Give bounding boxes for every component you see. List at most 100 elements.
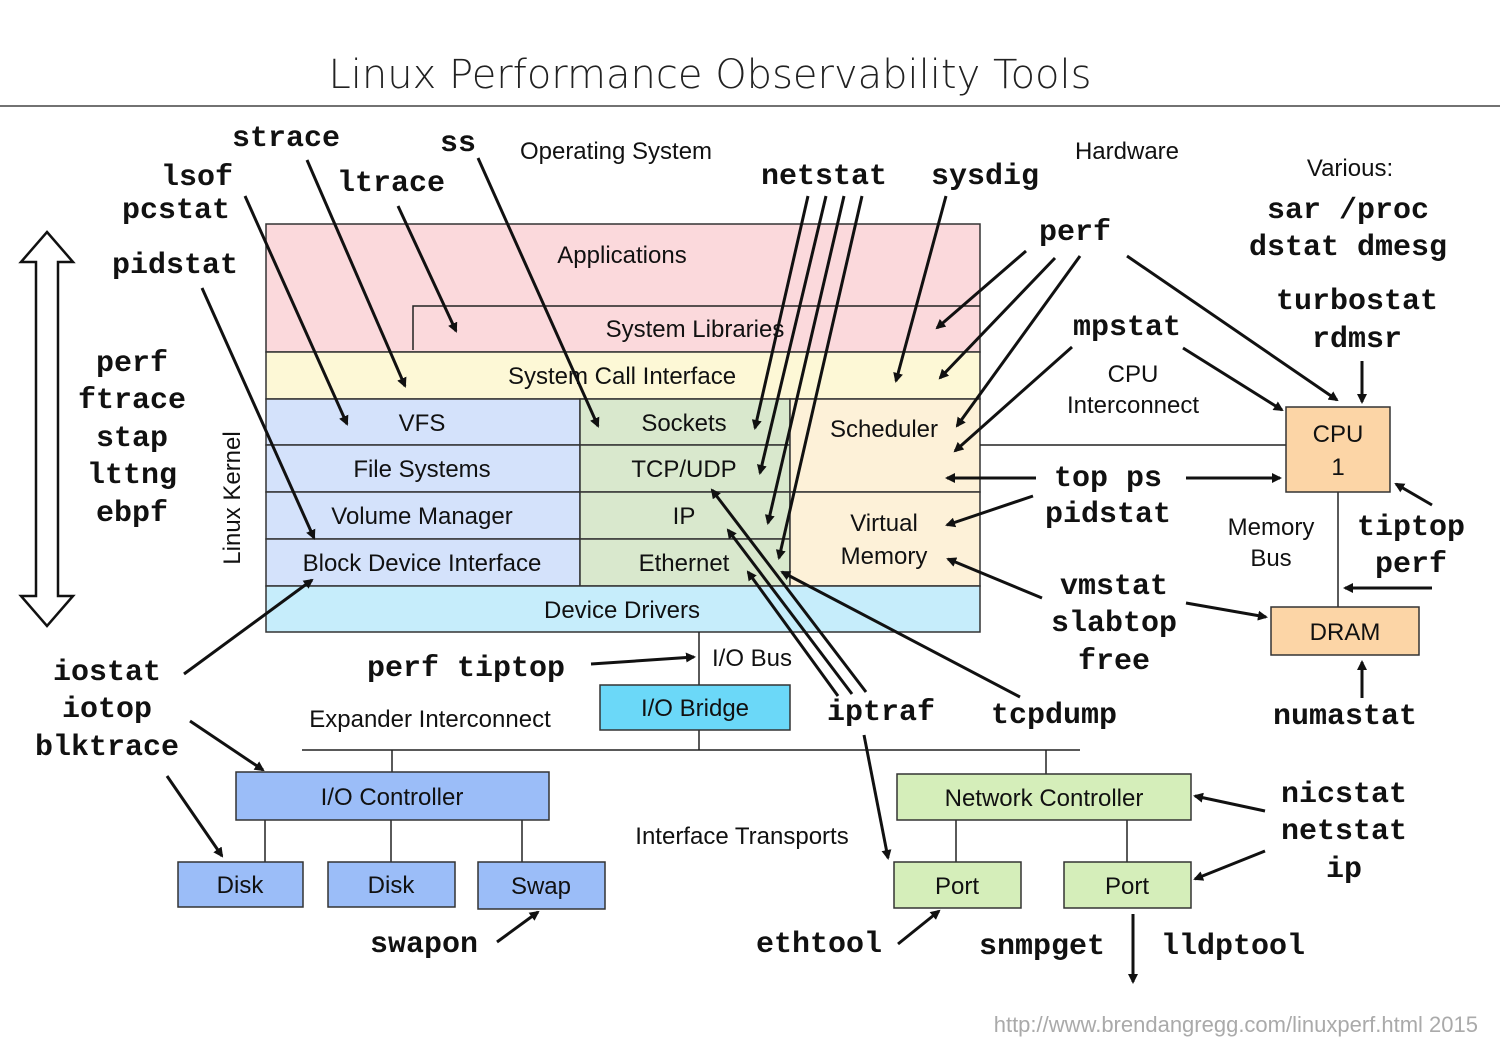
tool-stap: stap [96,422,168,456]
disk-label-1: Disk [217,872,265,899]
io-controller-box [235,771,550,821]
memory-bus-label-1: Memory [1228,514,1315,541]
tool-ebpf: ebpf [96,497,168,531]
netstat-arrow-1 [751,195,810,430]
device-drivers-layer [265,585,981,633]
cpu-interconnect-label-2: Interconnect [1067,392,1199,419]
vmstat-arrow-dram [1185,601,1268,621]
sysdig-arrow [893,195,948,383]
tool-sysdig: sysdig [931,160,1039,194]
swapon-arrow [496,910,540,944]
cpu-label: CPU [1313,421,1364,448]
tool-iostat: iostat [53,656,161,690]
expander-label: Expander Interconnect [309,706,551,733]
nicstat-arrow-port [1193,849,1266,881]
tool-nicstat: nicstat [1281,778,1407,812]
perf-top-arrow-4 [1126,254,1339,402]
tool-tcpdump: tcpdump [991,699,1117,733]
ss-arrow [476,157,600,428]
tool-pidstat-right: pidstat [1045,498,1171,532]
tool-rdmsr: rdmsr [1312,323,1402,357]
syscall-label: System Call Interface [508,363,736,390]
mpstat-arrow-2 [1182,346,1284,412]
tool-mpstat: mpstat [1073,311,1181,345]
netstat-arrow-3 [764,195,846,525]
memory-bus-label-2: Bus [1250,545,1291,572]
tool-snmpget: snmpget [979,930,1105,964]
system-libraries-outline [412,305,980,350]
iptraf-arrow-ip [726,528,854,695]
applications-label: Applications [557,242,686,269]
tool-ip: ip [1326,853,1362,887]
cpu-box [1285,406,1391,493]
hardware-label: Hardware [1075,138,1179,165]
lsof-arrow [243,195,349,426]
tool-lsof: lsof [161,161,233,195]
disk-box-1 [177,861,304,908]
tool-ss: ss [440,127,476,161]
virtual-memory-label-1: Virtual [850,510,918,537]
tool-pcstat: pcstat [122,194,230,228]
virtual-memory-box [789,491,981,587]
tool-tiptop: tiptop [1357,511,1465,545]
tool-pidstat-left: pidstat [112,249,238,283]
iostat-arrow-controller [189,719,265,772]
tool-ltrace: ltrace [337,167,445,201]
iptraf-arrow-port [862,734,892,860]
vfs-label: VFS [399,410,446,437]
tcpdump-arrow [780,570,1021,699]
swap-label: Swap [511,873,571,900]
block-device-box [265,538,581,587]
network-controller-box [896,773,1192,821]
tool-labels: strace ss lsof ltrace pcstat pidstat per… [35,122,1465,964]
ip-label: IP [673,503,696,530]
tool-numastat: numastat [1273,700,1417,734]
tool-iotop: iotop [62,693,152,727]
scheduler-label: Scheduler [830,416,938,443]
interface-transports-label: Interface Transports [635,823,848,850]
sockets-label: Sockets [641,410,726,437]
tiptop-arrow-cpu [1394,482,1433,507]
perf-top-arrow-2 [938,256,1057,380]
iptraf-arrow-tcp [710,488,868,693]
cpu-interconnect-label-1: CPU [1108,361,1159,388]
tcp-udp-label: TCP/UDP [631,456,736,483]
various-label: Various: [1307,155,1393,182]
ethtool-arrow [897,909,941,946]
volume-manager-label: Volume Manager [331,503,512,530]
stack-span-double-arrow-icon [18,230,76,628]
ltrace-arrow [396,205,458,333]
virtual-memory-label-2: Memory [841,543,928,570]
tool-strace: strace [232,122,340,156]
tool-perf-top: perf [1039,216,1111,250]
kernel-stack: Applications System Libraries System Cal… [265,223,981,633]
file-systems-label: File Systems [353,456,490,483]
io-controller-label: I/O Controller [321,784,464,811]
swap-box [477,861,606,910]
tool-sar-proc: sar /proc [1267,194,1429,228]
linux-kernel-label: Linux Kernel [219,431,246,564]
pidstat-left-arrow [200,287,316,540]
disk-label-2: Disk [368,872,416,899]
tool-slabtop: slabtop [1051,607,1177,641]
io-bus-label: I/O Bus [712,645,792,672]
dram-label: DRAM [1310,619,1381,646]
tool-netstat-bottom: netstat [1281,815,1407,849]
iptraf-arrow-eth [746,570,840,697]
netstat-arrow-2 [756,195,828,475]
tool-perf-right: perf [1375,548,1447,582]
port-label-1: Port [935,873,979,900]
tool-top-ps: top ps [1054,462,1162,496]
tool-perf-tiptop: perf tiptop [367,652,565,686]
io-bridge-box [599,684,791,731]
block-device-label: Block Device Interface [303,550,542,577]
tool-free: free [1078,645,1150,679]
tool-perf-left: perf [96,347,168,381]
vmstat-arrow-vm [946,557,1043,600]
network-controller-label: Network Controller [945,785,1144,812]
footer-url: http://www.brendangregg.com/linuxperf.ht… [994,1012,1478,1037]
mpstat-arrow-1 [953,345,1073,453]
os-label: Operating System [520,138,712,165]
perf-tiptop-arrow [590,652,696,666]
